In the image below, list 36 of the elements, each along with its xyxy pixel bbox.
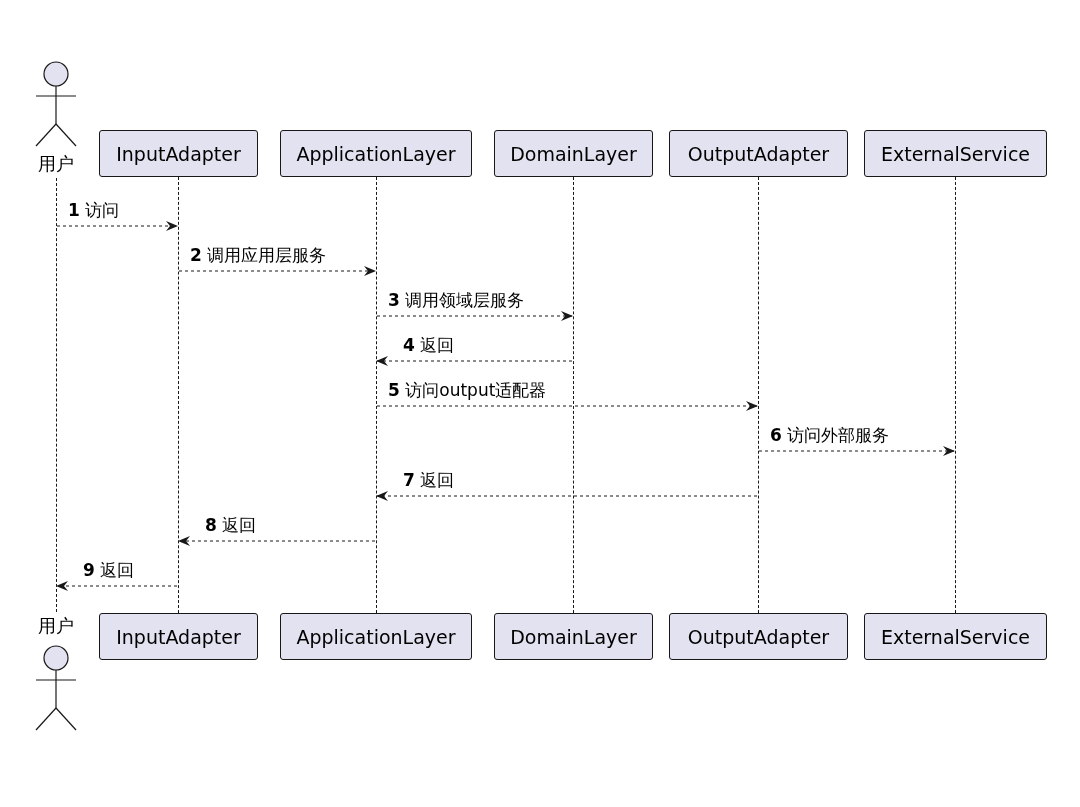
message-arrow [376, 311, 573, 321]
message-arrow [56, 221, 178, 231]
participant-box: OutputAdapter [669, 130, 848, 177]
lifeline [55, 178, 58, 612]
actor-name: 用户 [37, 614, 75, 638]
lifeline [177, 177, 180, 613]
message-label: 3 调用领域层服务 [388, 290, 525, 310]
lifeline [954, 177, 957, 613]
message-label: 7 返回 [403, 470, 455, 490]
message-label: 2 调用应用层服务 [190, 245, 327, 265]
participant-box: ApplicationLayer [280, 130, 472, 177]
message-arrow [758, 446, 955, 456]
lifeline [757, 177, 760, 613]
participant-box: InputAdapter [99, 130, 258, 177]
participant-box: DomainLayer [494, 613, 653, 660]
lifeline [572, 177, 575, 613]
participant-box: OutputAdapter [669, 613, 848, 660]
message-arrow [376, 491, 758, 501]
message-label: 6 访问外部服务 [770, 425, 890, 445]
participant-box: InputAdapter [99, 613, 258, 660]
message-arrow [56, 581, 178, 591]
participant-box: ExternalService [864, 613, 1047, 660]
message-arrow [178, 536, 376, 546]
participant-box: ApplicationLayer [280, 613, 472, 660]
participant-box: DomainLayer [494, 130, 653, 177]
message-label: 1 访问 [68, 200, 120, 220]
actor-name: 用户 [37, 152, 75, 176]
participant-box: ExternalService [864, 130, 1047, 177]
message-label: 8 返回 [205, 515, 257, 535]
message-label: 9 返回 [83, 560, 135, 580]
message-label: 5 访问output适配器 [388, 380, 547, 400]
message-arrow [178, 266, 376, 276]
message-arrow [376, 356, 573, 366]
message-arrow [376, 401, 758, 411]
message-label: 4 返回 [403, 335, 455, 355]
lifeline [375, 177, 378, 613]
